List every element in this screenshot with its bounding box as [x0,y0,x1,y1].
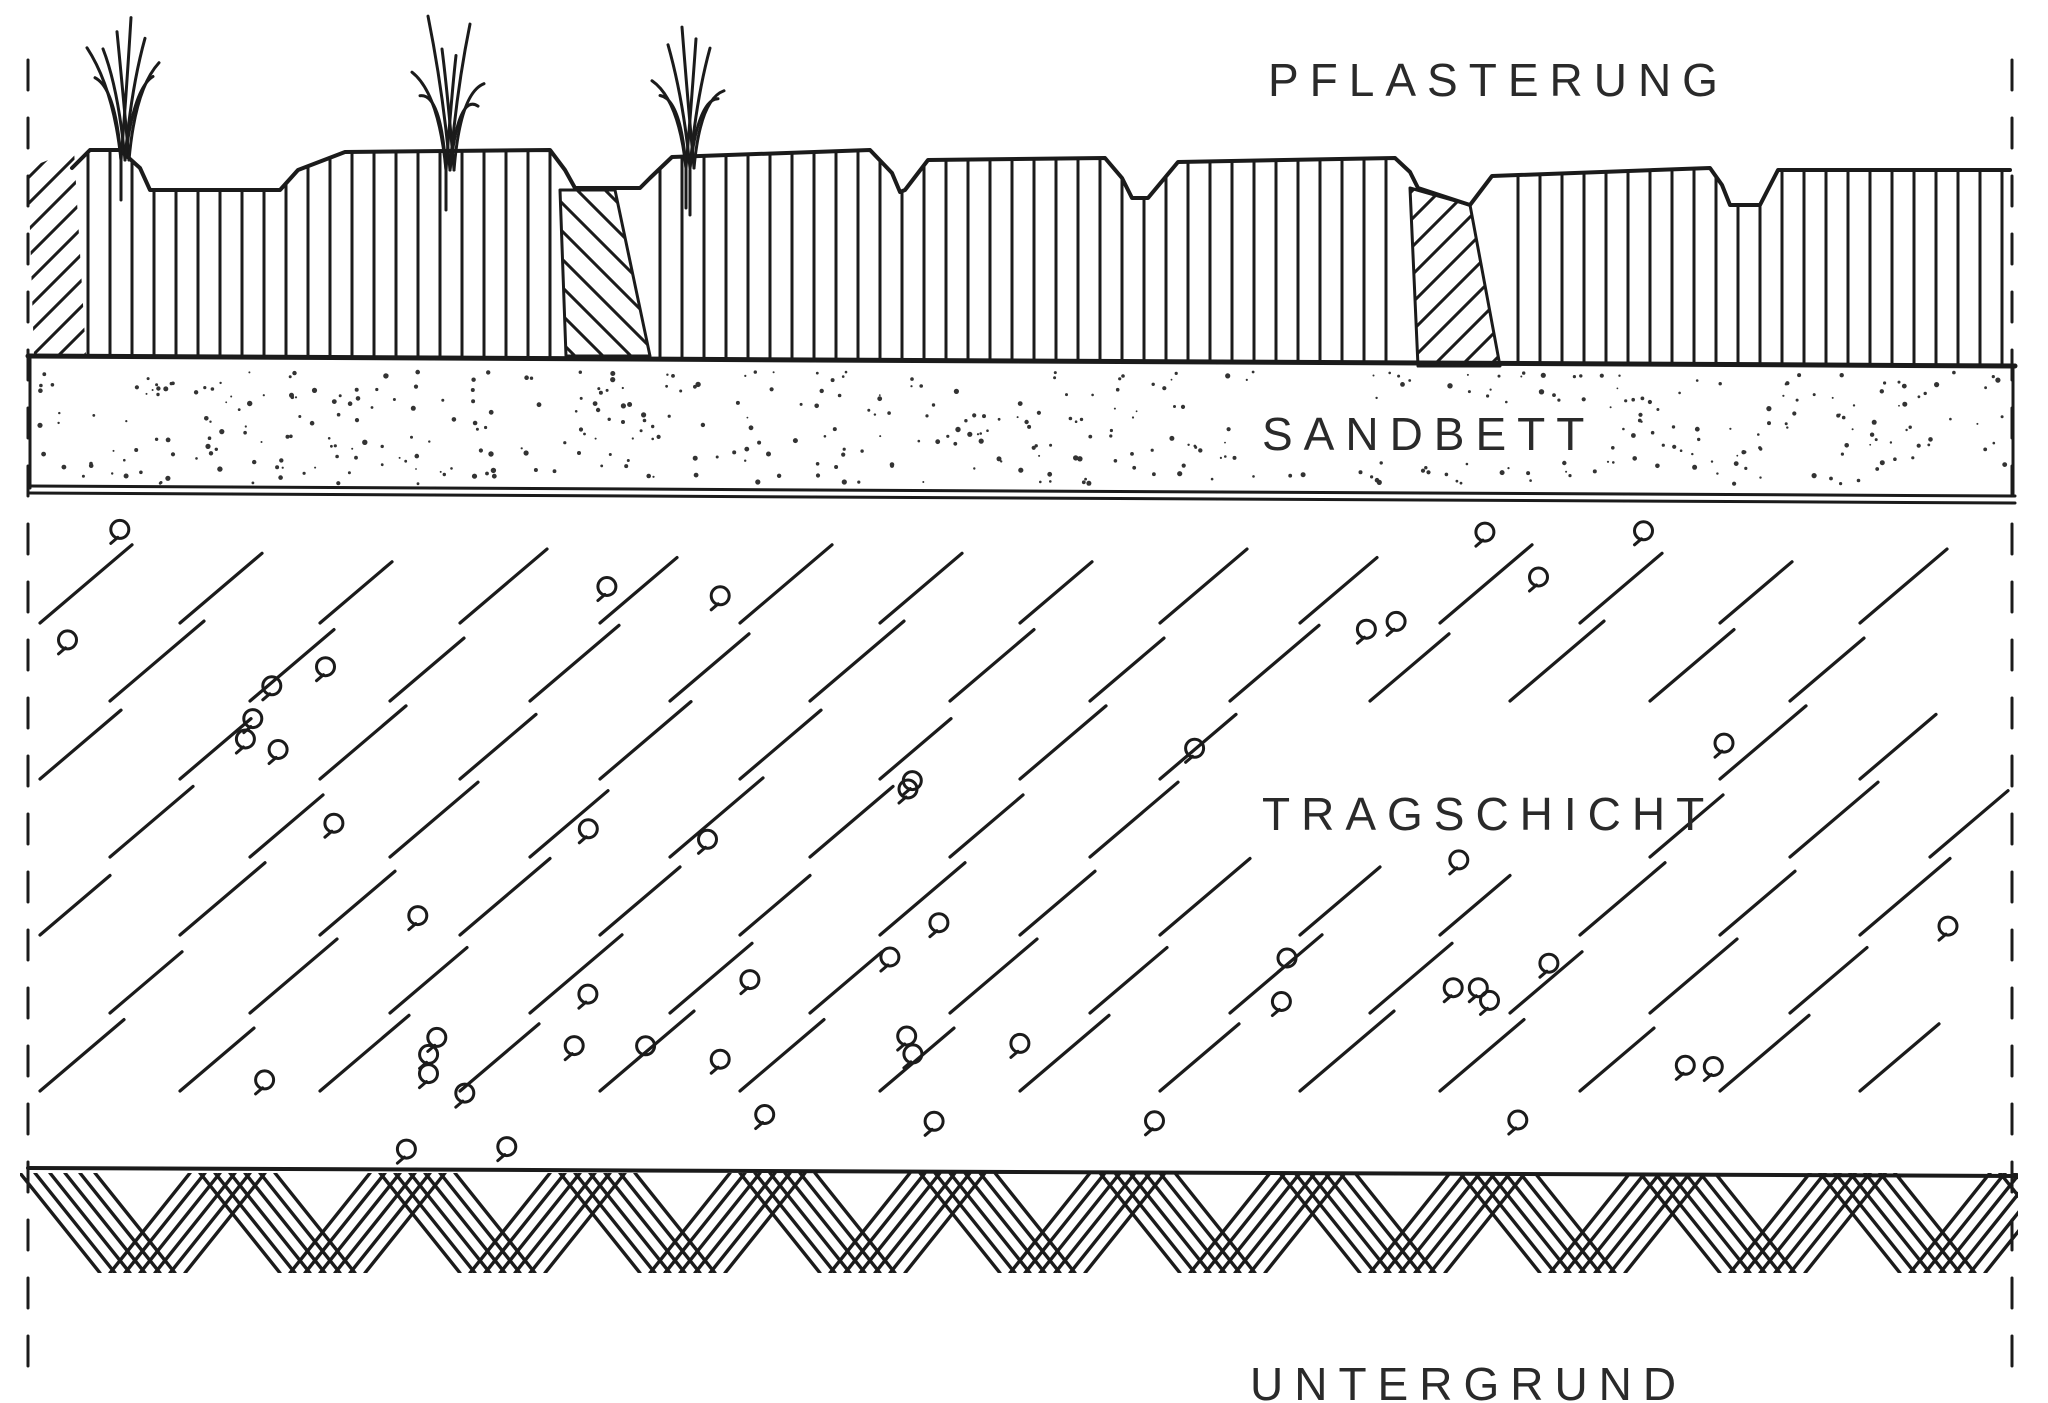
sand-bed-bottom-line [26,484,2017,498]
subgrade-label: UNTERGRUND [1250,1358,1687,1403]
pavement-layer: PFLASTERUNG [28,14,2012,368]
base-course-label: TRAGSCHICHT [1262,788,1715,840]
base-course-layer: TRAGSCHICHT [38,518,2010,1165]
base-course-hatching [38,543,2010,1093]
pavement-label: PFLASTERUNG [1268,54,1729,106]
base-course-stone-markers [57,518,1959,1165]
sand-bed-layer: SANDBETT [25,353,2018,505]
sand-bed-label: SANDBETT [1262,408,1595,460]
subgrade-layer: UNTERGRUND [20,1166,2018,1403]
subgrade-zigzag-hatching [20,1173,2018,1273]
sand-bed-top-line [25,353,2018,369]
paving-stone-top-edge [70,148,2012,207]
broken-margin-lines [26,58,2014,1368]
subgrade-top-line [26,1166,2017,1178]
sand-speckles [37,369,2008,486]
grass-tufts [85,14,726,217]
